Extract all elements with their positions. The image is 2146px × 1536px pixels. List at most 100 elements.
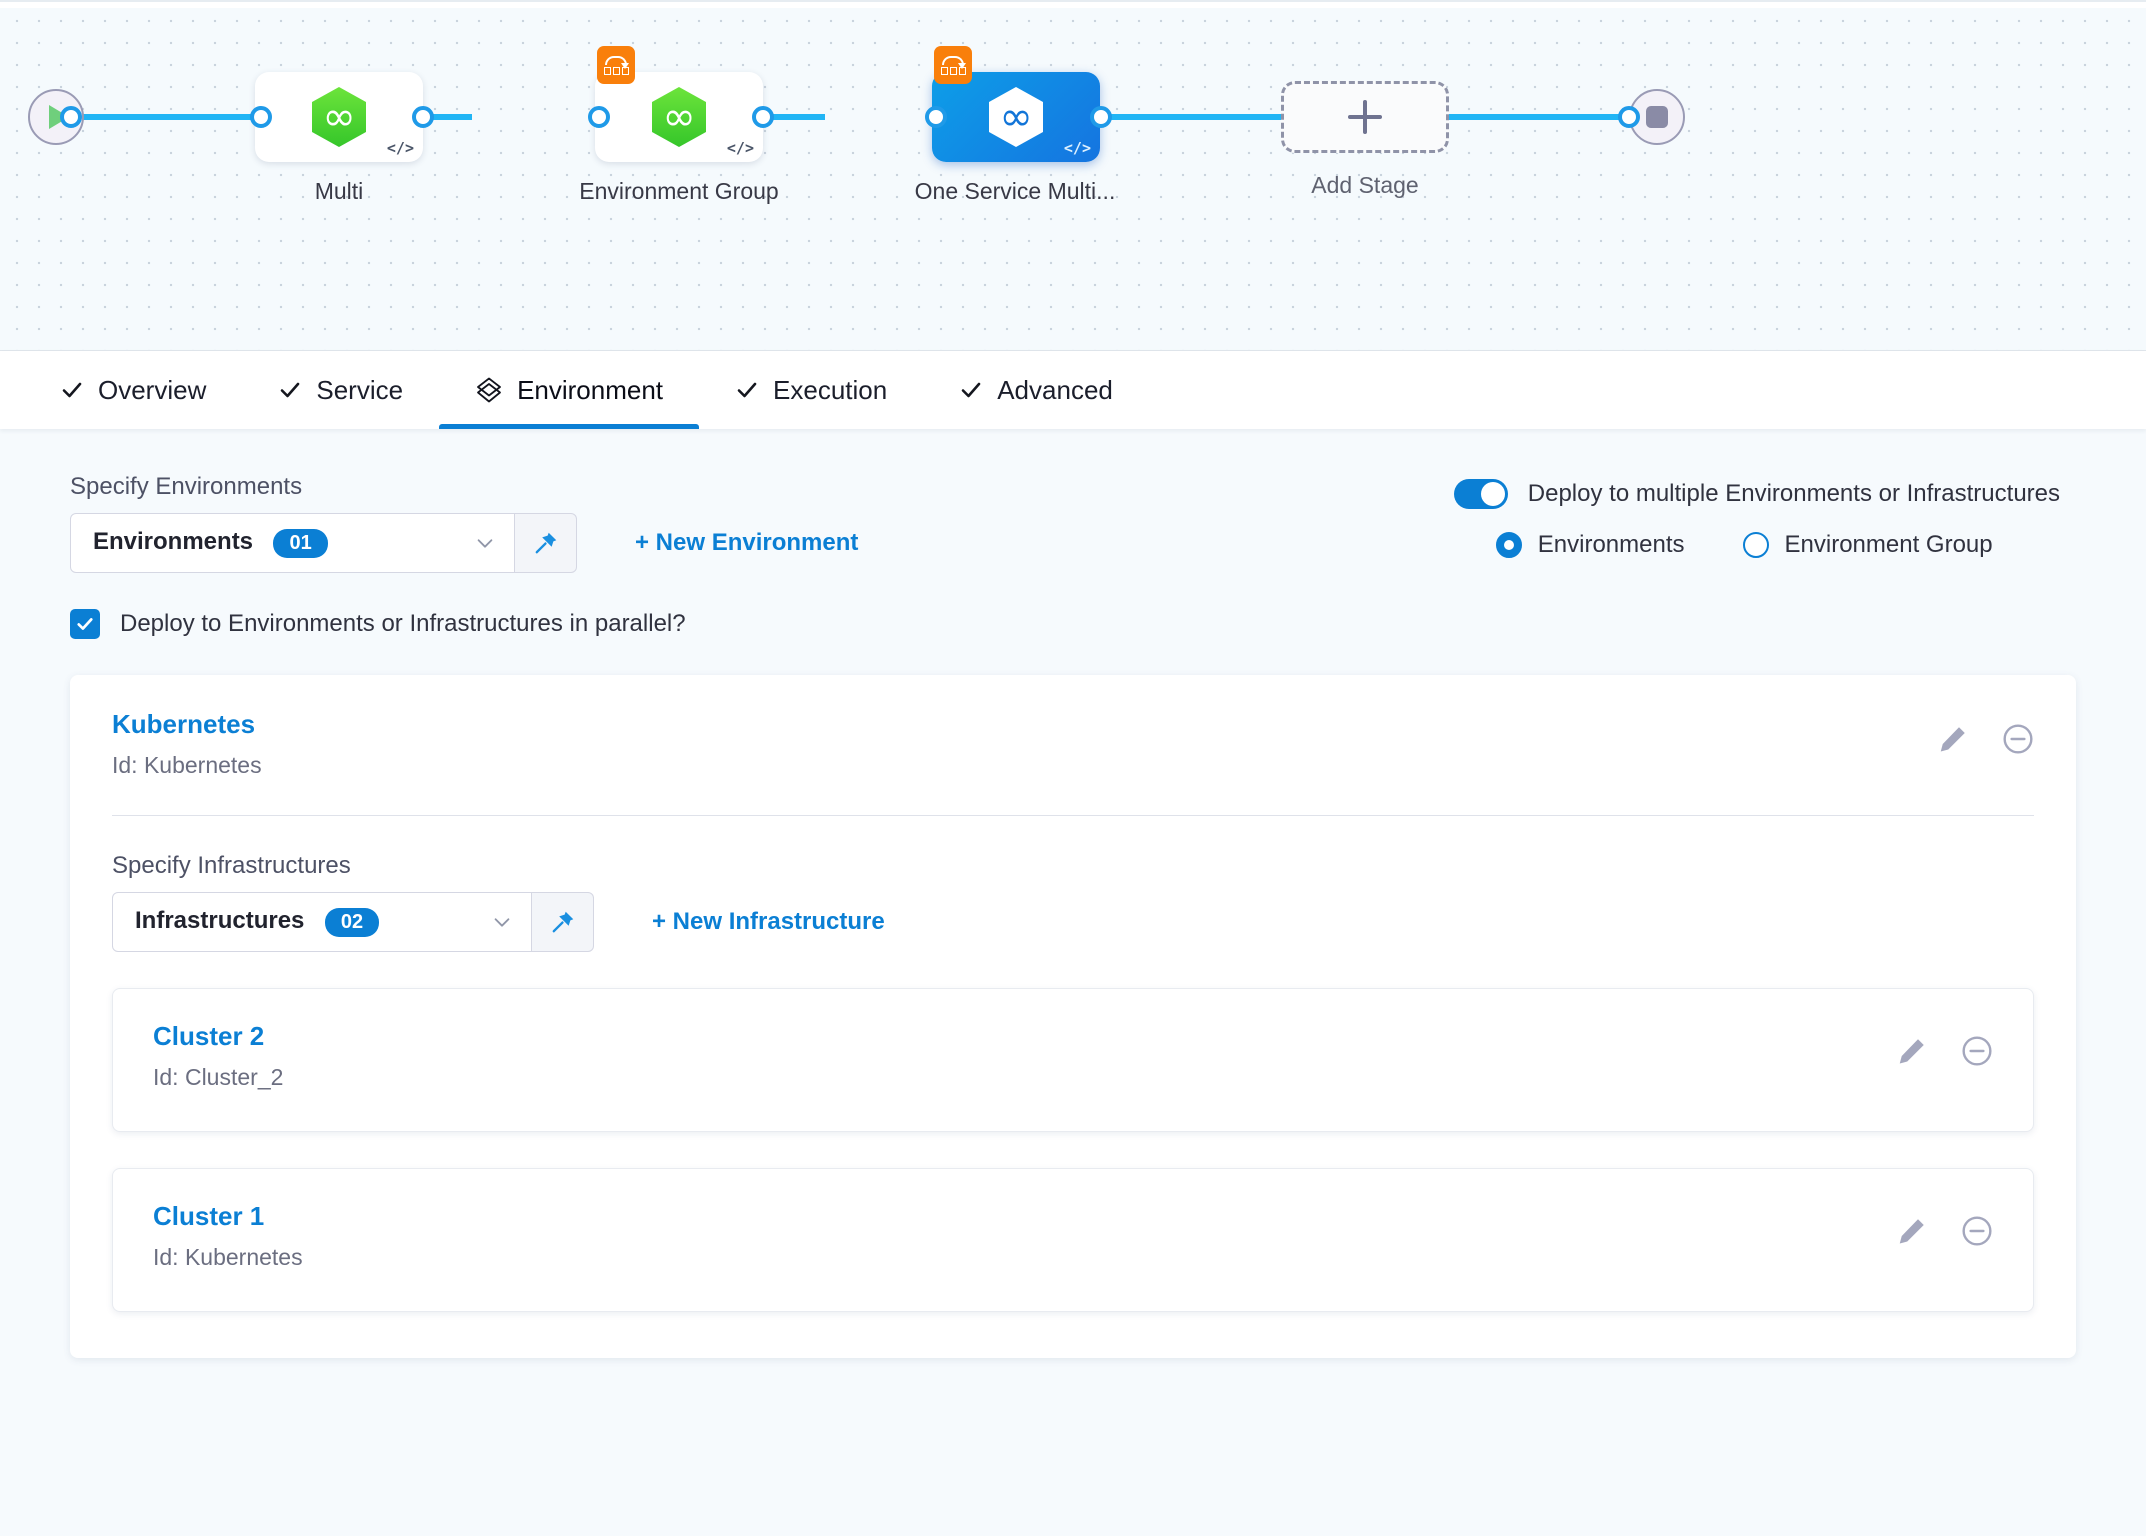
new-environment-link[interactable]: + New Environment	[635, 529, 859, 556]
connector-addstage-to-end	[1430, 114, 1640, 120]
code-badge-icon: </>	[726, 139, 754, 157]
stage-label-environment-group: Environment Group	[579, 178, 779, 204]
minus-circle-icon[interactable]	[1961, 1035, 1993, 1067]
infrastructures-pin-button[interactable]	[532, 892, 594, 952]
code-badge-icon: </>	[1063, 139, 1091, 157]
infrastructure-identity: Cluster 1 Id: Kubernetes	[153, 1201, 303, 1271]
specify-infrastructures-label: Specify Infrastructures	[112, 852, 351, 879]
new-infrastructure-link[interactable]: + New Infrastructure	[652, 908, 885, 935]
environment-identity: Kubernetes Id: Kubernetes	[112, 709, 262, 779]
environment-id-text: Id: Kubernetes	[112, 752, 262, 778]
pencil-icon[interactable]	[1938, 724, 1968, 754]
check-icon	[737, 382, 757, 398]
connector-oneservice-to-addstage	[960, 114, 1285, 120]
chevron-down-icon	[477, 539, 493, 548]
tab-label-execution: Execution	[773, 374, 888, 405]
add-stage-button[interactable]	[1281, 81, 1449, 153]
environment-card-divider	[112, 815, 2034, 816]
parallel-deploy-label: Deploy to Environments or Infrastructure…	[120, 610, 686, 637]
infrastructure-card-actions	[1897, 1021, 1993, 1067]
check-icon	[62, 382, 82, 398]
infrastructure-name-link[interactable]: Cluster 1	[153, 1201, 265, 1231]
tab-label-service: Service	[316, 374, 404, 405]
green-hexagon-infinity-icon: ∞	[312, 87, 366, 147]
deploy-multiple-toggle-label: Deploy to multiple Environments or Infra…	[1527, 480, 2060, 507]
port-multi-out[interactable]	[412, 106, 434, 128]
stage-node-multi[interactable]: ∞ </>	[255, 72, 423, 162]
port-oneservice-in[interactable]	[925, 106, 947, 128]
pipeline-canvas[interactable]: ∞ </> Multi ∞ </> Environment Group ∞ </…	[0, 0, 2146, 351]
environment-tab-panel: Specify Environments Environments 01	[0, 429, 2146, 1536]
check-icon	[961, 382, 981, 398]
stage-node-one-service-multi[interactable]: ∞ </>	[932, 46, 1100, 162]
port-end-in[interactable]	[1618, 106, 1640, 128]
environment-card-actions	[1938, 709, 2034, 755]
infrastructures-select[interactable]: Infrastructures 02	[112, 892, 532, 952]
check-icon	[77, 618, 93, 630]
minus-circle-icon[interactable]	[2002, 723, 2034, 755]
pencil-icon[interactable]	[1897, 1216, 1927, 1246]
specify-infrastructures-group: Specify Infrastructures Infrastructures …	[112, 816, 2034, 1312]
radio-option-environment-group[interactable]: Environment Group	[1742, 531, 2027, 559]
loop-strategy-badge-icon	[934, 46, 972, 84]
tab-overview[interactable]: Overview	[24, 351, 242, 429]
environments-pin-button[interactable]	[515, 513, 577, 573]
radio-label-environment-group: Environment Group	[1784, 531, 1993, 558]
parallel-deploy-checkbox[interactable]	[70, 609, 100, 639]
tab-service[interactable]: Service	[242, 351, 439, 429]
pipeline-start-node[interactable]	[28, 89, 84, 145]
stop-icon	[1646, 106, 1668, 128]
port-envgroup-out[interactable]	[752, 106, 774, 128]
code-badge-icon: </>	[386, 139, 414, 157]
tab-advanced[interactable]: Advanced	[923, 351, 1149, 429]
environments-count-badge: 01	[273, 529, 328, 558]
environments-select-value: Environments	[93, 528, 254, 555]
green-hexagon-infinity-icon: ∞	[652, 87, 706, 147]
infrastructure-identity: Cluster 2 Id: Cluster_2	[153, 1021, 283, 1091]
tab-label-overview: Overview	[98, 374, 207, 405]
stage-label-multi: Multi	[314, 178, 364, 204]
infrastructure-card: Cluster 1 Id: Kubernetes	[112, 1168, 2034, 1312]
specify-environments-group: Specify Environments Environments 01	[70, 473, 858, 573]
tab-label-environment: Environment	[517, 374, 664, 405]
infrastructure-card-actions	[1897, 1201, 1993, 1247]
tab-label-advanced: Advanced	[997, 374, 1113, 405]
infrastructure-name-link[interactable]: Cluster 2	[153, 1021, 265, 1051]
infrastructure-id-text: Id: Kubernetes	[153, 1244, 303, 1270]
pencil-icon[interactable]	[1897, 1036, 1927, 1066]
infrastructure-card-list: Cluster 2 Id: Cluster_2	[112, 988, 2034, 1312]
radio-environments-icon	[1495, 532, 1522, 558]
check-icon	[281, 382, 300, 398]
radio-option-environments[interactable]: Environments	[1495, 531, 1719, 559]
white-hexagon-infinity-icon: ∞	[989, 87, 1043, 147]
radio-environment-group-icon	[1742, 532, 1769, 558]
radio-label-environments: Environments	[1537, 531, 1685, 558]
tab-environment[interactable]: Environment	[439, 351, 700, 429]
loop-strategy-badge-icon	[597, 46, 635, 84]
multi-deploy-group: Deploy to multiple Environments or Infra…	[1453, 473, 2060, 573]
canvas-top-border	[0, 2, 2146, 8]
environments-select[interactable]: Environments 01	[70, 513, 515, 573]
environment-card-header: Kubernetes Id: Kubernetes	[112, 709, 2034, 779]
port-envgroup-in[interactable]	[588, 106, 610, 128]
stage-tab-bar: Overview Service Environment Execution	[0, 351, 2146, 429]
specify-environments-label: Specify Environments	[70, 473, 303, 500]
connector-start-to-multi	[68, 114, 260, 120]
environment-name-link[interactable]: Kubernetes	[112, 709, 256, 739]
tab-active-underline	[439, 424, 700, 429]
pin-icon	[552, 911, 573, 933]
port-start-out[interactable]	[60, 106, 82, 128]
stage-node-environment-group[interactable]: ∞ </>	[595, 46, 763, 162]
tab-execution[interactable]: Execution	[699, 351, 923, 429]
infrastructure-card: Cluster 2 Id: Cluster_2	[112, 988, 2034, 1132]
parallel-deploy-row: Deploy to Environments or Infrastructure…	[0, 573, 2146, 639]
infrastructure-id-text: Id: Cluster_2	[153, 1064, 284, 1090]
port-oneservice-out[interactable]	[1090, 106, 1112, 128]
infrastructures-count-badge: 02	[324, 908, 380, 937]
chevron-down-icon	[494, 918, 510, 927]
deploy-multiple-toggle[interactable]	[1453, 479, 1508, 509]
pin-icon	[535, 532, 556, 554]
toggle-knob	[1480, 482, 1505, 506]
port-multi-in[interactable]	[250, 106, 272, 128]
minus-circle-icon[interactable]	[1961, 1215, 1993, 1247]
